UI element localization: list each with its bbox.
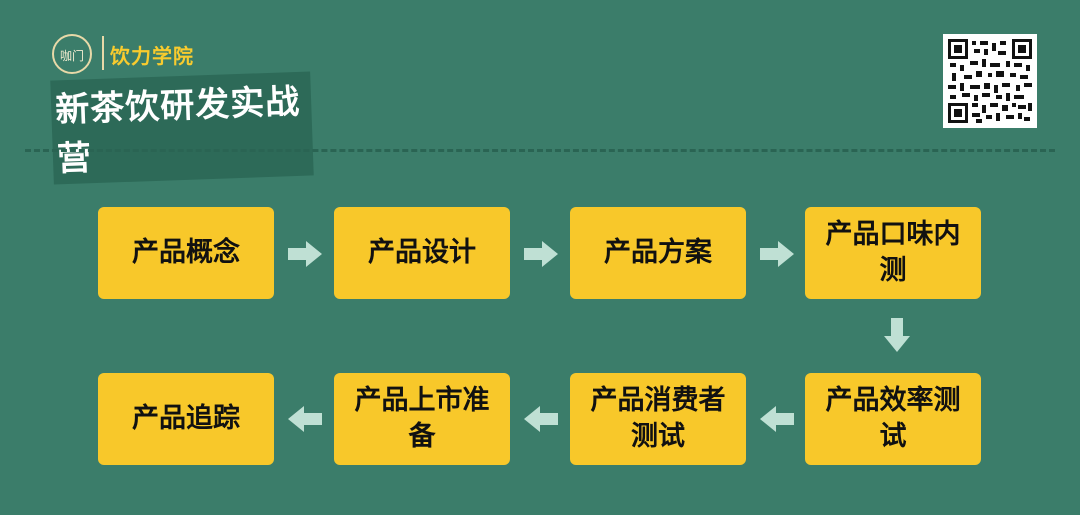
arrow-left-icon bbox=[524, 406, 558, 432]
step-efficiency-test: 产品效率测试 bbox=[805, 373, 981, 465]
arrow-right-icon bbox=[288, 241, 322, 267]
step-consumer-test: 产品消费者测试 bbox=[570, 373, 746, 465]
arrow-left-icon bbox=[760, 406, 794, 432]
kamen-logo: 咖门 bbox=[52, 34, 92, 74]
step-product-design: 产品设计 bbox=[334, 207, 510, 299]
step-product-concept: 产品概念 bbox=[98, 207, 274, 299]
arrow-left-icon bbox=[288, 406, 322, 432]
dashed-divider bbox=[25, 149, 1055, 152]
step-product-tracking: 产品追踪 bbox=[98, 373, 274, 465]
arrow-right-icon bbox=[760, 241, 794, 267]
brand-header: 咖门 饮力学院 新茶饮研发实战营 bbox=[50, 30, 314, 185]
brand-separator bbox=[102, 36, 104, 70]
step-product-plan: 产品方案 bbox=[570, 207, 746, 299]
qr-code-icon bbox=[943, 34, 1037, 128]
step-internal-taste-test: 产品口味内测 bbox=[805, 207, 981, 299]
arrow-right-icon bbox=[524, 241, 558, 267]
arrow-down-icon bbox=[884, 318, 910, 352]
step-launch-prep: 产品上市准备 bbox=[334, 373, 510, 465]
school-name: 饮力学院 bbox=[110, 44, 194, 68]
page-title: 新茶饮研发实战营 bbox=[50, 71, 314, 185]
qr-code-graphic bbox=[948, 39, 1032, 123]
